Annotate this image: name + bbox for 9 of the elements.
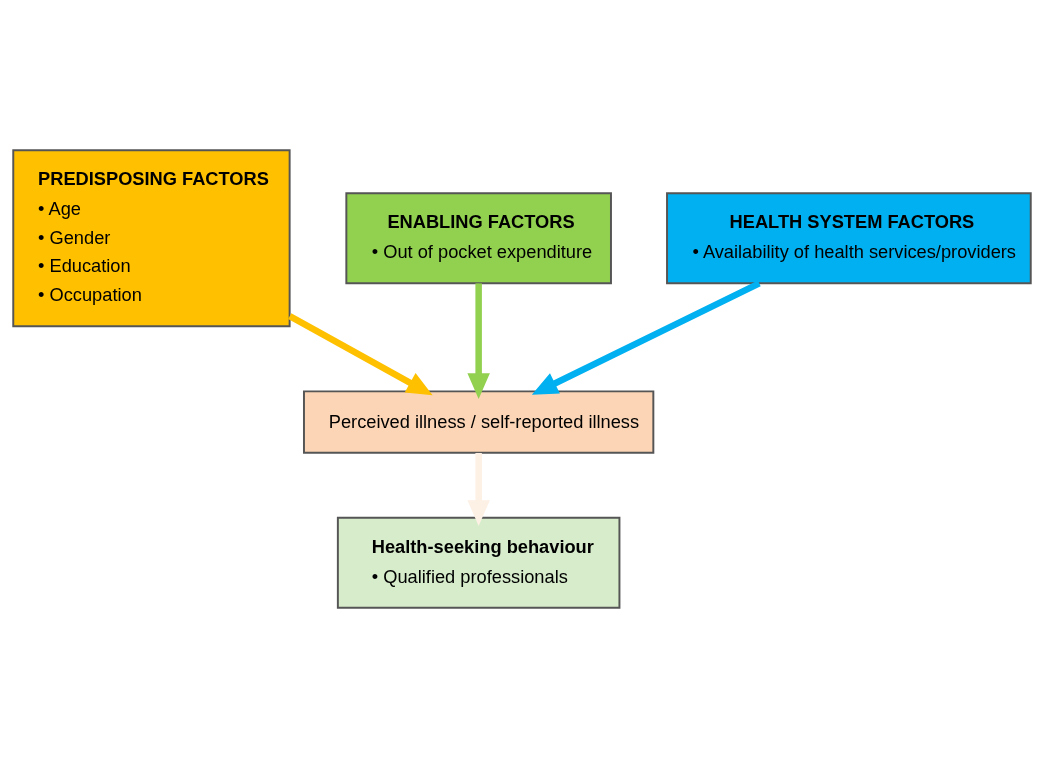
arrow — [467, 452, 490, 526]
node-box: Perceived illness / self-reported illness — [303, 390, 655, 454]
node-box: PREDISPOSING FACTORS • Age • Gender • Education • Occupation — [12, 149, 291, 328]
node-box: HEALTH SYSTEM FACTORS • Availability of health services/providers — [666, 192, 1032, 285]
arrow — [467, 283, 490, 399]
node-box: ENABLING FACTORS • Out of pocket expenditure — [345, 192, 612, 285]
arrow — [288, 313, 433, 396]
arrow — [531, 280, 761, 395]
node-box: Health-seeking behaviour • Qualified professionals — [336, 516, 621, 609]
